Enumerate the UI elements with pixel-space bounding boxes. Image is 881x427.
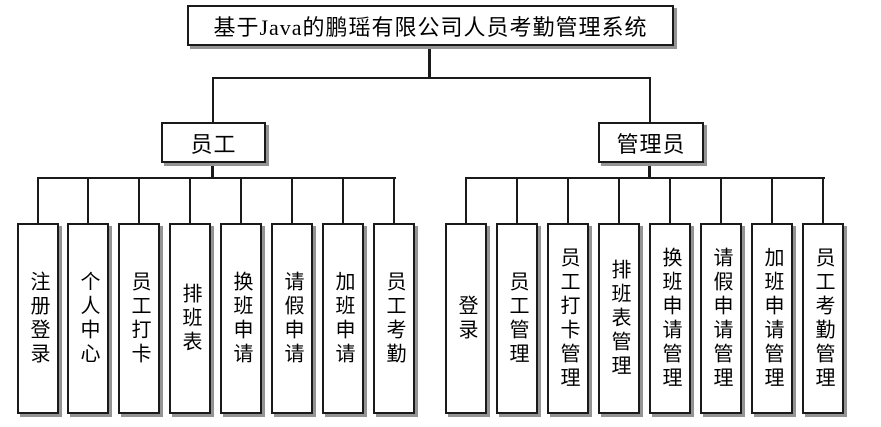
- connector-leaf-drop: [822, 177, 824, 224]
- connector-leaf-drop: [465, 177, 467, 224]
- leaf-node-personal-center: 个人中心: [67, 223, 109, 414]
- connector-leaf-drop: [291, 177, 293, 224]
- branch-node-label: 管理员: [616, 131, 686, 157]
- leaf-node-schedule: 排班表: [169, 223, 211, 414]
- leaf-node-register-login: 注册登录: [17, 223, 59, 414]
- connector-leaf-drop: [138, 177, 140, 224]
- connector-leaf-drop: [771, 177, 773, 224]
- connector-leaf-drop: [516, 177, 518, 224]
- leaf-node-schedule-management: 排班表管理: [598, 223, 640, 414]
- leaf-node-login: 登录: [445, 223, 487, 414]
- leaf-node-label: 排班表管理: [608, 258, 630, 379]
- leaf-node-attendance-management: 员工考勤管理: [802, 223, 844, 414]
- branch-node-admin: 管理员: [598, 122, 704, 163]
- connector-employee-bus: [37, 177, 396, 179]
- connector-leaf-drop: [189, 177, 191, 224]
- leaf-node-employee-clockin: 员工打卡: [118, 223, 160, 414]
- leaf-node-label: 员工打卡管理: [557, 246, 579, 391]
- leaf-node-label: 个人中心: [77, 270, 99, 367]
- leaf-node-label: 加班申请管理: [761, 246, 783, 391]
- leaf-node-leave-request: 请假申请: [271, 223, 313, 414]
- connector-leaf-drop: [720, 177, 722, 224]
- connector-root-bus: [212, 77, 651, 79]
- connector-admin-bus: [465, 177, 825, 179]
- leaf-node-shift-change-management: 换班申请管理: [649, 223, 691, 414]
- connector-leaf-drop: [669, 177, 671, 224]
- leaf-node-label: 请假申请: [281, 270, 303, 367]
- leaf-node-label: 员工考勤管理: [812, 246, 834, 391]
- leaf-node-label: 登录: [455, 294, 477, 343]
- leaf-node-clockin-management: 员工打卡管理: [547, 223, 589, 414]
- connector-root-stem: [428, 45, 431, 78]
- leaf-node-label: 注册登录: [27, 270, 49, 367]
- connector-leaf-drop: [37, 177, 39, 224]
- connector-leaf-drop: [87, 177, 89, 224]
- connector-employee-stem: [211, 162, 214, 179]
- root-node-system-title: 基于Java的鹏瑶有限公司人员考勤管理系统: [187, 5, 674, 46]
- connector-drop-employee: [212, 77, 214, 123]
- connector-leaf-drop: [393, 177, 395, 224]
- leaf-node-shift-change-request: 换班申请: [220, 223, 262, 414]
- connector-leaf-drop: [342, 177, 344, 224]
- leaf-node-employee-management: 员工管理: [496, 223, 538, 414]
- leaf-node-label: 排班表: [179, 282, 201, 355]
- leaf-node-label: 请假申请管理: [710, 246, 732, 391]
- leaf-node-overtime-request-management: 加班申请管理: [751, 223, 793, 414]
- leaf-node-overtime-request: 加班申请: [322, 223, 364, 414]
- connector-leaf-drop: [618, 177, 620, 224]
- leaf-node-label: 换班申请: [230, 270, 252, 367]
- branch-node-label: 员工: [190, 131, 237, 157]
- leaf-node-label: 加班申请: [332, 270, 354, 367]
- connector-leaf-drop: [240, 177, 242, 224]
- leaf-node-label: 员工打卡: [128, 270, 150, 367]
- leaf-node-label: 换班申请管理: [659, 246, 681, 391]
- leaf-node-employee-attendance: 员工考勤: [373, 223, 415, 414]
- connector-drop-admin: [649, 77, 651, 123]
- leaf-node-leave-request-management: 请假申请管理: [700, 223, 742, 414]
- root-node-label: 基于Java的鹏瑶有限公司人员考勤管理系统: [213, 14, 648, 40]
- branch-node-employee: 员工: [161, 122, 266, 163]
- leaf-node-label: 员工管理: [506, 270, 528, 367]
- connector-leaf-drop: [567, 177, 569, 224]
- connector-admin-stem: [648, 162, 651, 179]
- leaf-node-label: 员工考勤: [383, 270, 405, 367]
